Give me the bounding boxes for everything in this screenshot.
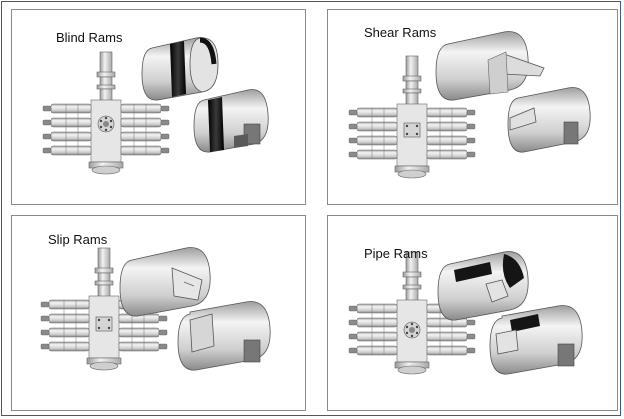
bolt-flange [95, 316, 113, 332]
bolt-flange [403, 321, 421, 339]
bolt-flange [97, 115, 115, 133]
shear-rams-illustration [348, 31, 591, 179]
panel-pipe-rams: Pipe Rams [327, 215, 618, 411]
upper-blind-ram [141, 37, 219, 101]
panel-shear-rams: Shear Rams [327, 9, 618, 205]
panel-slip-rams: Slip Rams [11, 215, 306, 411]
panel-title-blind-rams: Blind Rams [56, 30, 123, 45]
panel-title-shear-rams: Shear Rams [364, 25, 437, 40]
slip-rams-illustration [40, 247, 271, 371]
lower-pipe-ram [489, 305, 583, 375]
lower-blind-ram [193, 89, 269, 153]
pipe-rams-illustration [348, 251, 583, 375]
upper-shear-ram [435, 31, 545, 101]
blind-rams-illustration [42, 37, 269, 175]
upper-slip-ram [119, 247, 211, 317]
upper-pipe-ram [437, 251, 529, 321]
panel-title-pipe-rams: Pipe Rams [364, 246, 428, 261]
lower-shear-ram [507, 87, 591, 153]
panel-title-slip-rams: Slip Rams [48, 232, 108, 247]
lower-slip-ram [177, 301, 271, 371]
panel-blind-rams: Blind Rams [11, 9, 306, 205]
bolt-flange [403, 122, 421, 138]
